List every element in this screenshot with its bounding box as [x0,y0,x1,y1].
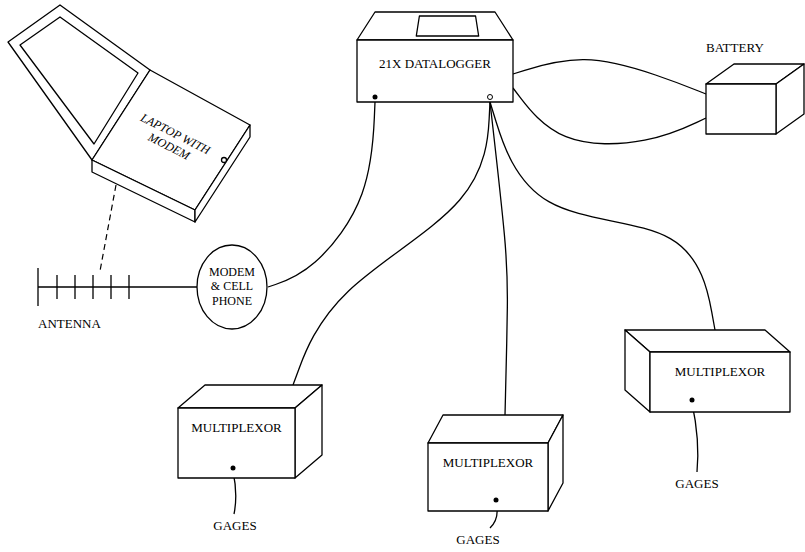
cable [268,102,375,287]
gage-label: GAGES [213,518,256,534]
laptop-button [222,158,227,163]
box-front [706,84,776,134]
box-top [428,415,563,443]
box-top [625,330,790,352]
cable [513,60,706,94]
gage-label: GAGES [456,532,499,548]
antenna-element [56,275,57,299]
datalogger-top [357,12,513,40]
box-side [295,385,322,478]
gage-lead [692,403,698,472]
node-text: MODEM & CELL PHONE [209,265,256,308]
port-dot [373,95,378,100]
box-side [548,415,563,511]
node-text: 21X DATALOGGER [379,56,491,72]
box-front [650,352,790,412]
multiplexor-box: MULTIPLEXOR [178,385,322,478]
cable [490,102,507,415]
battery-box: BATTERY [706,40,804,134]
box-front [428,443,548,511]
antenna-element [128,275,129,299]
antenna-element [92,275,93,299]
node-text: MULTIPLEXOR [191,420,282,436]
antenna-element [74,275,75,299]
cable [293,102,490,385]
radio-link [100,185,116,271]
node-text: LAPTOP WITH MODEM [129,109,215,172]
datalogger-front [357,40,513,102]
node-text: BATTERY [706,40,764,56]
port-dot [488,95,493,100]
laptop-front [92,160,195,222]
datalogger-box: 21X DATALOGGER [357,12,513,102]
antenna-element [110,275,111,299]
gage-port [231,466,236,471]
multiplexor-box: MULTIPLEXOR [625,330,790,412]
multiplexor-box: MULTIPLEXOR [428,415,563,511]
box-side [776,64,804,134]
gage-port [690,398,695,403]
antenna-element [37,268,38,306]
node-text: MULTIPLEXOR [443,455,534,471]
box-side [625,330,650,412]
node-text: MULTIPLEXOR [675,364,766,380]
modem-outline [197,245,267,329]
gage-port [494,498,499,503]
box-front [178,408,295,478]
gage-label: GAGES [675,476,718,492]
cable [513,88,706,144]
modem-ellipse: MODEM & CELL PHONE [196,244,268,330]
laptop-label: LAPTOP WITH MODEM [129,109,215,172]
cable [490,102,715,330]
antenna-label: ANTENNA [38,316,101,332]
datalogger-display [416,16,478,36]
